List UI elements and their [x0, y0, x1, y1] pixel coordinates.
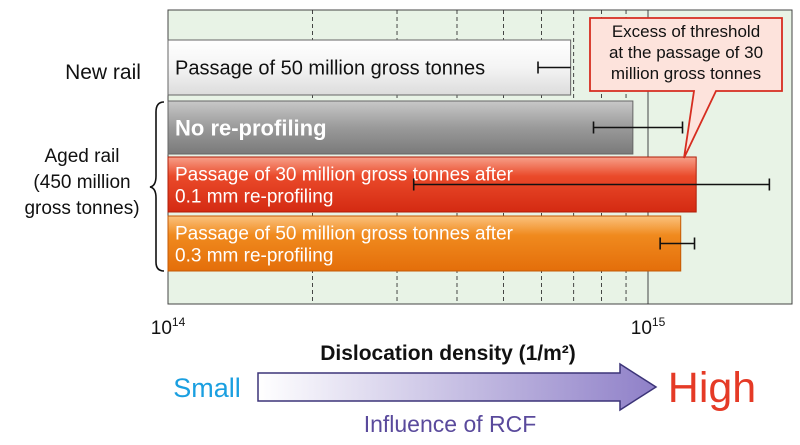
- bar-label: 0.3 mm re-profiling: [175, 245, 333, 266]
- callout-box: [589, 17, 783, 159]
- small-label: Small: [173, 373, 241, 403]
- x-tick-label-1e15: 1015: [631, 315, 666, 339]
- bar-label: 0.1 mm re-profiling: [175, 186, 333, 207]
- callout-line1: Excess of threshold: [612, 22, 760, 41]
- callout-line2: at the passage of 30: [609, 43, 763, 62]
- high-label: High: [668, 364, 756, 412]
- aged-group-brace: [149, 101, 165, 272]
- group-label-aged-line3: gross tonnes): [24, 198, 139, 219]
- group-label-aged-line1: Aged rail: [45, 146, 120, 167]
- error-bars-layer: [412, 61, 771, 250]
- bar-label: Passage of 50 million gross tonnes after: [175, 223, 514, 244]
- bar-label: Passage of 30 million gross tonnes after: [175, 164, 514, 185]
- callout-line3: million gross tonnes: [611, 64, 761, 83]
- bar: [167, 39, 572, 96]
- group-label-aged-line2: (450 million: [33, 172, 130, 193]
- bar-label: No re-profiling: [175, 115, 327, 140]
- rcf-influence-arrow: [257, 362, 658, 412]
- group-label-new-rail: New rail: [65, 61, 141, 84]
- influence-caption: Influence of RCF: [364, 411, 537, 437]
- bar-label: Passage of 50 million gross tonnes: [175, 58, 485, 80]
- x-axis-title: Dislocation density (1/m²): [320, 342, 576, 365]
- x-tick-label-1e14: 1014: [151, 315, 186, 339]
